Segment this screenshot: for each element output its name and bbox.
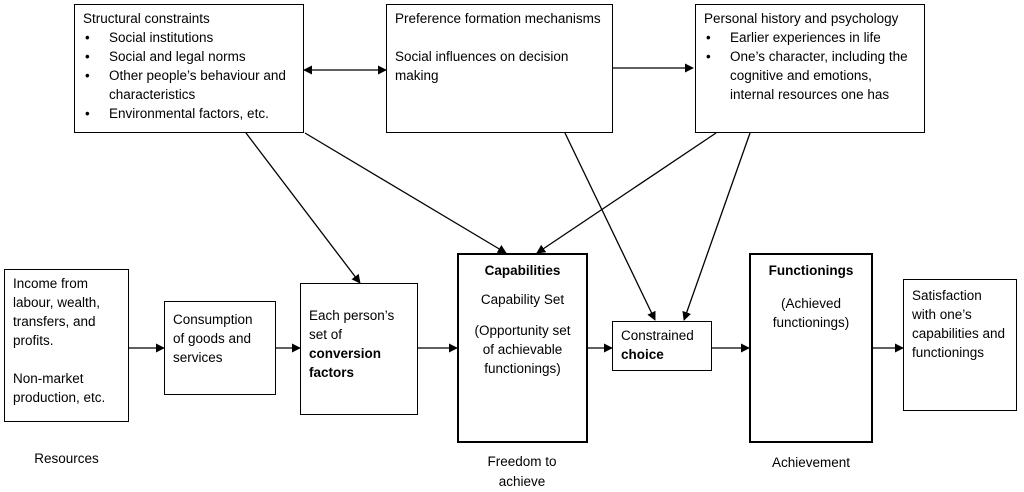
arrow-structural-conversion <box>245 132 361 284</box>
preference-formation-box: Preference formation mechanisms Social i… <box>386 4 613 133</box>
conversion-factors-box: Each person’s set of conversion factors <box>300 283 418 415</box>
personal-history-list: Earlier experiences in life One’s charac… <box>704 28 916 104</box>
list-item: Social and legal norms <box>83 47 295 66</box>
list-item: Social institutions <box>83 28 295 47</box>
capabilities-box: Capabilities Capability Set (Opportunity… <box>457 253 588 443</box>
capabilities-title: Capabilities <box>484 263 561 278</box>
structural-constraints-box: Structural constraints Social institutio… <box>74 4 304 133</box>
choice-bold: choice <box>621 347 664 362</box>
list-item: Environmental factors, etc. <box>83 104 295 123</box>
arrow-structural-capabilities <box>304 132 507 254</box>
opportunity-set-text: (Opportunity set of achievable functioni… <box>474 323 571 376</box>
arrow-personal-capabilities <box>536 132 717 254</box>
list-item: Other people’s behaviour and characteris… <box>83 66 295 104</box>
functionings-title: Functionings <box>768 263 854 278</box>
income-text: Income from labour, wealth, transfers, a… <box>13 276 101 348</box>
conversion-factors-bold: conversion factors <box>309 346 382 380</box>
list-item: One’s character, including the cognitive… <box>704 47 916 104</box>
achievement-label: Achievement <box>771 455 851 470</box>
social-influences-text: Social influences on decision making <box>395 49 569 83</box>
preference-formation-text: Preference formation mechanisms <box>395 11 601 26</box>
income-box: Income from labour, wealth, transfers, a… <box>4 269 129 422</box>
consumption-text: Consumption of goods and services <box>173 312 253 365</box>
constrained-choice-box: Constrained choice <box>612 321 712 371</box>
freedom-to-achieve-label: Freedom to achieve <box>487 454 557 489</box>
consumption-box: Consumption of goods and services <box>164 301 276 395</box>
resources-label: Resources <box>34 451 99 466</box>
conversion-text: Each person’s set of <box>309 308 395 342</box>
personal-history-box: Personal history and psychology Earlier … <box>695 4 925 133</box>
choice-text: Constrained <box>621 328 694 343</box>
capability-set-text: Capability Set <box>480 292 565 307</box>
arrow-personal-choice <box>682 132 751 321</box>
non-market-text: Non-market production, etc. <box>13 371 106 405</box>
arrow-preference-choice <box>564 132 656 321</box>
satisfaction-text: Satisfaction with one’s capabilities and… <box>912 288 1006 360</box>
achieved-functionings-text: (Achieved functionings) <box>772 296 850 330</box>
structural-constraints-list: Social institutions Social and legal nor… <box>83 28 295 123</box>
structural-constraints-title: Structural constraints <box>83 11 210 26</box>
satisfaction-box: Satisfaction with one’s capabilities and… <box>903 279 1017 411</box>
list-item: Earlier experiences in life <box>704 28 916 47</box>
functionings-box: Functionings (Achieved functionings) <box>749 253 873 443</box>
personal-history-title: Personal history and psychology <box>704 11 899 26</box>
